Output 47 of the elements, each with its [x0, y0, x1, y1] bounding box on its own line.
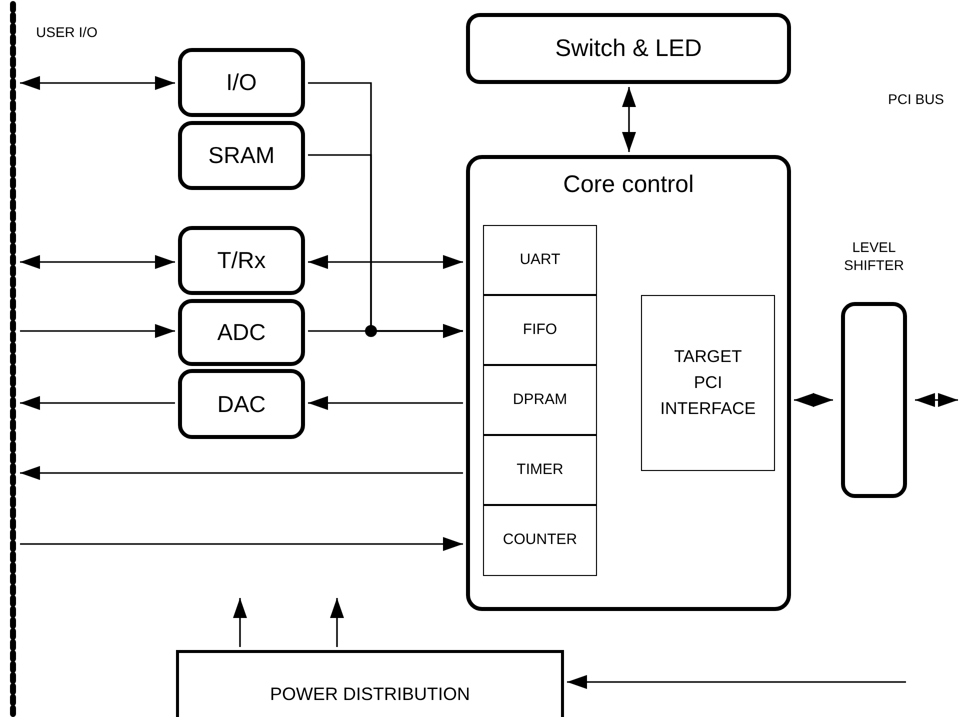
- block-label: DAC: [217, 390, 266, 419]
- module-label: DPRAM: [512, 390, 568, 410]
- arrow: [20, 255, 175, 269]
- block-box: [178, 369, 305, 439]
- arrow: [567, 675, 906, 689]
- block-label: LEVEL SHIFTER: [843, 238, 905, 274]
- diagram-label: USER I/O: [36, 23, 98, 42]
- block-title: Core control: [562, 170, 695, 200]
- arrow: [308, 324, 463, 338]
- block-label: TARGET PCI INTERFACE: [660, 346, 756, 420]
- block-box: [178, 48, 305, 117]
- boundary-line: [9, 0, 17, 717]
- block-label: I/O: [226, 68, 257, 98]
- module-cell: [483, 295, 597, 365]
- module-label: TIMER: [516, 460, 564, 480]
- power-block: [176, 650, 564, 717]
- arrow: [20, 537, 463, 551]
- module-cell: [483, 505, 597, 576]
- block-label: POWER DISTRIBUTION: [270, 683, 470, 706]
- block-box: [178, 226, 305, 295]
- arrow: [915, 393, 958, 407]
- arrow: [308, 396, 463, 410]
- module-cell: [483, 365, 597, 435]
- arrow: [20, 76, 175, 90]
- module-cell: [483, 225, 597, 295]
- arrow: [622, 87, 636, 152]
- module-label: COUNTER: [502, 530, 578, 550]
- interface-box: [641, 295, 775, 471]
- block-box: [178, 299, 305, 366]
- arrow: [20, 396, 175, 410]
- arrow: [20, 324, 175, 338]
- module-label: FIFO: [522, 320, 558, 340]
- arrow: [794, 393, 833, 407]
- arrow: [308, 255, 463, 269]
- core-control-box: [466, 155, 791, 611]
- arrow: [233, 598, 247, 647]
- diagram-label: PCI BUS: [888, 90, 944, 109]
- arrow: [20, 466, 463, 480]
- block-label: T/Rx: [217, 246, 266, 276]
- block-label: SRAM: [208, 141, 275, 170]
- block-box: [466, 13, 791, 84]
- arrow: [330, 598, 344, 647]
- module-label: UART: [520, 250, 560, 270]
- block-label: Switch & LED: [555, 34, 702, 64]
- block-box: [178, 121, 305, 190]
- block-label: ADC: [217, 318, 266, 348]
- module-cell: [483, 435, 597, 505]
